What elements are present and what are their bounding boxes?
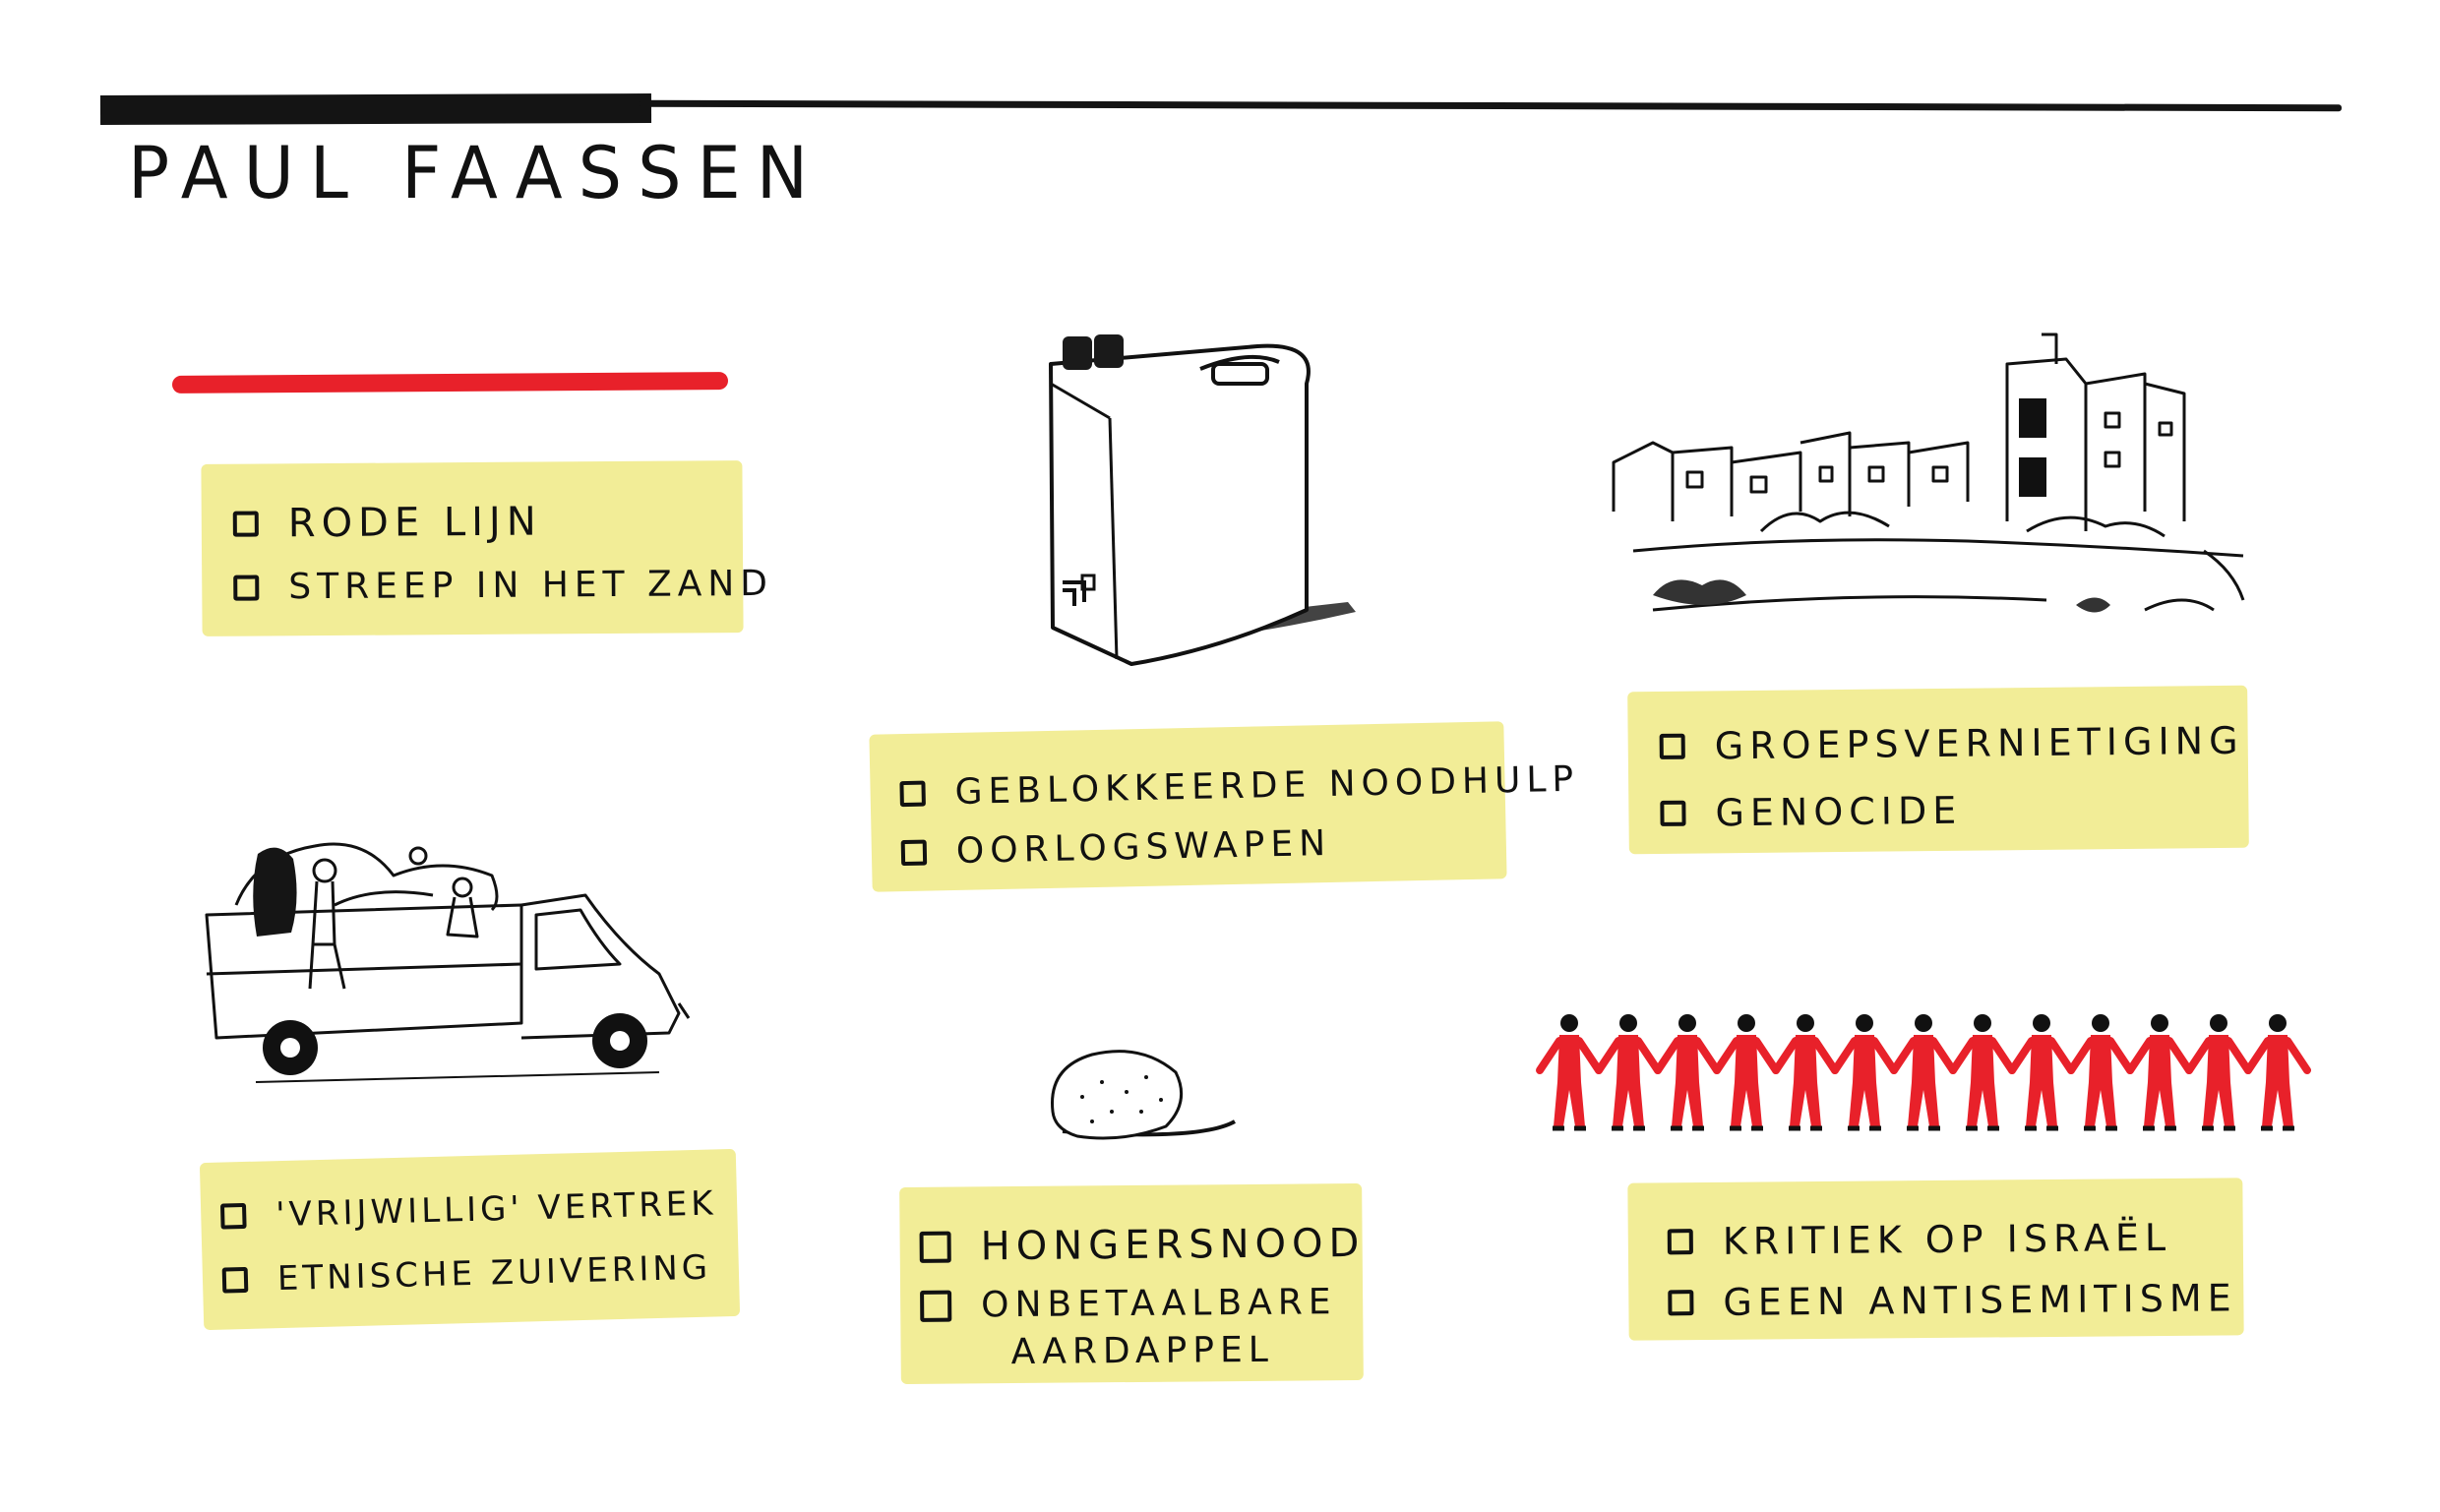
chain-figure (1831, 1014, 1898, 1131)
checkbox[interactable] (919, 1231, 951, 1263)
checkbox-item[interactable]: GEBLOKKEERDE NOODHULP (899, 758, 1580, 814)
checkbox[interactable] (899, 780, 926, 807)
checkbox-item[interactable]: ONBETAALBARE (920, 1282, 1337, 1326)
loaded-truck-illustration (205, 842, 691, 1083)
checkbox[interactable] (1659, 733, 1685, 759)
checkbox-item[interactable]: 'VRIJWILLIG' VERTREK (219, 1183, 718, 1236)
jerrycan-illustration (1049, 334, 1356, 666)
checkbox-label: KRITIEK OP ISRAËL (1722, 1215, 2172, 1263)
checkbox-item[interactable]: OORLOGSWAPEN (900, 823, 1331, 873)
panel-chain-box: KRITIEK OP ISRAËL GEEN ANTISEMITISME (1627, 1178, 2244, 1341)
checkbox[interactable] (219, 1202, 247, 1230)
chain-figure (1949, 1014, 2016, 1131)
checkbox[interactable] (221, 1266, 249, 1294)
checkbox[interactable] (1660, 800, 1686, 826)
checkbox[interactable] (1668, 1290, 1694, 1316)
checkbox-label: GEEN ANTISEMITISME (1723, 1276, 2237, 1324)
chain-figure (1772, 1014, 1839, 1131)
checkbox-label: RODE LIJN (287, 499, 542, 547)
checkbox-label: 'VRIJWILLIG' VERTREK (274, 1183, 718, 1236)
chain-figure (2244, 1014, 2311, 1131)
panel-potato-box: HONGERSNOOD ONBETAALBARE AARDAPPEL (899, 1182, 1365, 1385)
chain-figure (1890, 1014, 1957, 1131)
checkbox-item[interactable]: ETNISCHE ZUIVERING (221, 1247, 712, 1300)
author-name: PAUL FAASSEN (128, 130, 824, 216)
checkbox[interactable] (900, 839, 928, 866)
chain-figure (1536, 1014, 1603, 1131)
checkbox-label: ONBETAALBARE (981, 1282, 1337, 1326)
potato-illustration (1051, 1050, 1236, 1140)
chain-figure (2067, 1014, 2134, 1131)
chain-figure (2008, 1014, 2075, 1131)
checkbox-label: GENOCIDE (1715, 788, 1963, 835)
header-thick-rule (99, 93, 652, 125)
checkbox[interactable] (920, 1290, 952, 1322)
panel-red-line-box: RODE LIJN STREEP IN HET ZAND (201, 460, 773, 636)
checkbox-item[interactable]: RODE LIJN (232, 499, 542, 547)
checkbox[interactable] (1667, 1229, 1693, 1255)
destroyed-buildings-illustration (1612, 333, 2245, 613)
checkbox-item[interactable]: STREEP IN HET ZAND (233, 564, 773, 608)
checkbox-item[interactable]: HONGERSNOOD (919, 1221, 1365, 1270)
checkbox-label: STREEP IN HET ZAND (288, 563, 774, 608)
panel-jerrycan-box: GEBLOKKEERDE NOODHULP OORLOGSWAPEN (869, 721, 1580, 892)
red-human-chain-illustration (1536, 1014, 2311, 1131)
panel-truck-box: 'VRIJWILLIG' VERTREK ETNISCHE ZUIVERING (199, 1148, 741, 1331)
checkbox-label: GEBLOKKEERDE NOODHULP (954, 758, 1580, 813)
checkbox-label-continued: AARDAPPEL (1010, 1329, 1274, 1373)
header-thin-rule (639, 99, 2343, 112)
chain-figure (1654, 1014, 1721, 1131)
checkbox-label: GROEPSVERNIETIGING (1714, 718, 2244, 768)
checkbox-item[interactable]: KRITIEK OP ISRAËL (1667, 1215, 2172, 1263)
chain-figure (2126, 1014, 2193, 1131)
checkbox[interactable] (233, 575, 260, 601)
checkbox-item[interactable]: GEEN ANTISEMITISME (1668, 1276, 2237, 1324)
panel-ruins-box: GROEPSVERNIETIGING GENOCIDE (1627, 685, 2249, 855)
checkbox[interactable] (232, 511, 259, 537)
checkbox-item[interactable]: GENOCIDE (1660, 789, 1962, 835)
checkbox-item[interactable]: GROEPSVERNIETIGING (1659, 718, 2244, 768)
checkbox-label: OORLOGSWAPEN (955, 822, 1332, 872)
checkbox-label: ETNISCHE ZUIVERING (276, 1247, 712, 1300)
chain-figure (1595, 1014, 1662, 1131)
red-line-illustration (171, 372, 729, 393)
checkbox-label: HONGERSNOOD (980, 1220, 1366, 1270)
chain-figure (2185, 1014, 2252, 1131)
chain-figure (1713, 1014, 1780, 1131)
